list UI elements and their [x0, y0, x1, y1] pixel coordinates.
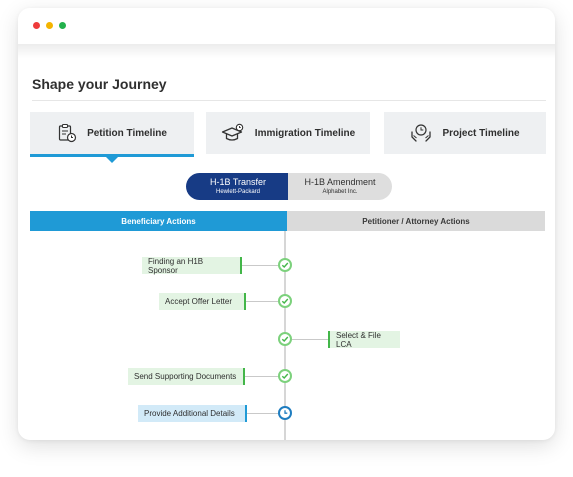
clock-icon [278, 406, 292, 420]
case-employer: Hewlett-Packard [215, 189, 260, 195]
step-connector [242, 265, 278, 266]
tab-label: Immigration Timeline [254, 127, 356, 139]
case-title: H-1B Transfer [209, 177, 267, 187]
timeline-step[interactable]: Select & File LCA [328, 331, 400, 349]
tab-petition-timeline[interactable]: Petition Timeline [30, 112, 194, 154]
title-bar [18, 8, 555, 58]
case-title: H-1B Amendment [304, 177, 376, 187]
timeline-step[interactable]: Send Supporting Documents [128, 368, 245, 385]
case-employer: Alphabet Inc. [322, 189, 358, 195]
close-window-button[interactable] [33, 22, 40, 29]
timeline-step[interactable]: Accept Offer Letter [159, 293, 246, 310]
app-window: Shape your Journey Petition Timeline [18, 8, 555, 440]
title-divider [32, 100, 546, 101]
beneficiary-actions-header: Beneficiary Actions [30, 211, 287, 231]
tab-label: Project Timeline [442, 127, 520, 139]
check-circle-icon [278, 369, 292, 383]
page-title: Shape your Journey [32, 76, 167, 92]
active-tab-caret [106, 157, 118, 163]
title-bar-shadow [18, 44, 555, 58]
tab-immigration-timeline[interactable]: Immigration Timeline [206, 112, 370, 154]
case-toggle-h1b-amendment[interactable]: H-1B Amendment Alphabet Inc. [288, 173, 392, 200]
clipboard-clock-icon [57, 123, 77, 143]
hands-clock-icon [410, 123, 432, 143]
timeline-step[interactable]: Finding an H1B Sponsor [142, 257, 242, 275]
timeline-step[interactable]: Provide Additional Details [138, 405, 247, 422]
tab-label: Petition Timeline [87, 127, 167, 139]
case-toggle-h1b-transfer[interactable]: H-1B Transfer Hewlett-Packard [186, 173, 290, 200]
maximize-window-button[interactable] [59, 22, 66, 29]
check-circle-icon [278, 332, 292, 346]
check-circle-icon [278, 294, 292, 308]
step-connector [292, 339, 328, 340]
step-connector [247, 413, 278, 414]
tab-project-timeline[interactable]: Project Timeline [384, 112, 546, 154]
active-tab-indicator [30, 154, 194, 157]
step-connector [245, 376, 278, 377]
graduation-cap-icon [221, 123, 245, 143]
minimize-window-button[interactable] [46, 22, 53, 29]
step-connector [246, 301, 278, 302]
petitioner-actions-header: Petitioner / Attorney Actions [287, 211, 545, 231]
check-circle-icon [278, 258, 292, 272]
